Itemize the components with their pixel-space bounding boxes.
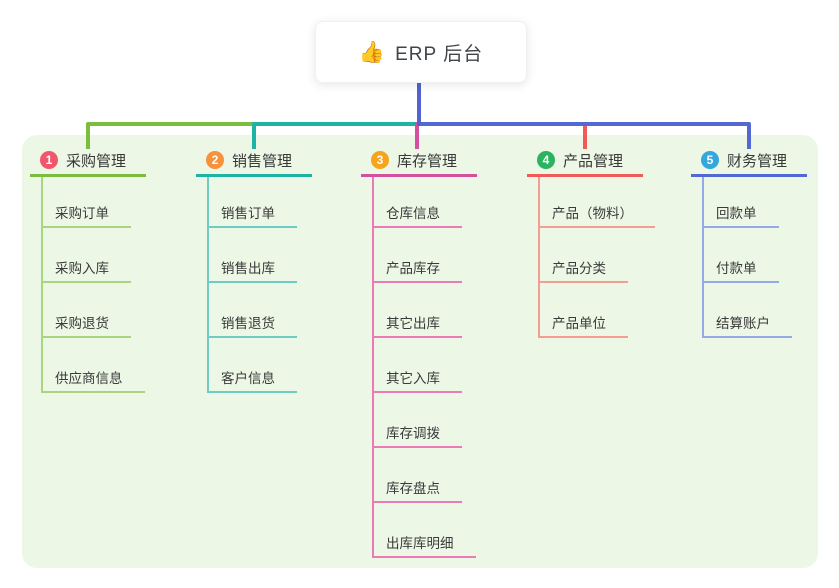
child-node[interactable]: 库存调拨 xyxy=(372,422,462,448)
branch-number-badge: 1 xyxy=(40,151,58,169)
branch-node-label: 财务管理 xyxy=(727,152,788,170)
branch-node-5[interactable]: 5 财务管理 xyxy=(691,146,807,177)
branch-node-label: 产品管理 xyxy=(563,152,624,170)
branch-child-connector xyxy=(372,177,374,558)
child-node[interactable]: 客户信息 xyxy=(207,367,297,393)
branch-node-label: 采购管理 xyxy=(66,152,127,170)
branch-child-connector xyxy=(41,177,43,393)
branch-node-label: 库存管理 xyxy=(397,152,458,170)
branch-node-3[interactable]: 3 库存管理 xyxy=(361,146,477,177)
child-node[interactable]: 付款单 xyxy=(702,257,779,283)
child-node[interactable]: 仓库信息 xyxy=(372,202,462,228)
branch-child-connector xyxy=(538,177,540,338)
child-node[interactable]: 产品（物料） xyxy=(538,202,655,228)
branch-node-1[interactable]: 1 采购管理 xyxy=(30,146,146,177)
branch-child-connector xyxy=(702,177,704,338)
child-node[interactable]: 回款单 xyxy=(702,202,779,228)
root-node[interactable]: 👍 ERP 后台 xyxy=(315,21,527,83)
child-node[interactable]: 产品单位 xyxy=(538,312,628,338)
child-node[interactable]: 结算账户 xyxy=(702,312,792,338)
branch-child-connector xyxy=(207,177,209,393)
thumbs-up-icon: 👍 xyxy=(358,40,386,64)
child-node[interactable]: 销售退货 xyxy=(207,312,297,338)
child-node[interactable]: 产品分类 xyxy=(538,257,628,283)
branch-number-badge: 4 xyxy=(537,151,555,169)
child-node[interactable]: 采购入库 xyxy=(41,257,131,283)
child-node[interactable]: 采购订单 xyxy=(41,202,131,228)
child-node[interactable]: 其它出库 xyxy=(372,312,462,338)
branch-node-4[interactable]: 4 产品管理 xyxy=(527,146,643,177)
mindmap-panel xyxy=(22,135,818,568)
child-node[interactable]: 销售订单 xyxy=(207,202,297,228)
child-node[interactable]: 其它入库 xyxy=(372,367,462,393)
branch-number-badge: 3 xyxy=(371,151,389,169)
child-node[interactable]: 采购退货 xyxy=(41,312,131,338)
branch-number-badge: 2 xyxy=(206,151,224,169)
child-node[interactable]: 库存盘点 xyxy=(372,477,462,503)
child-node[interactable]: 供应商信息 xyxy=(41,367,145,393)
branch-number-badge: 5 xyxy=(701,151,719,169)
branch-node-2[interactable]: 2 销售管理 xyxy=(196,146,312,177)
child-node[interactable]: 销售出库 xyxy=(207,257,297,283)
root-node-label: ERP 后台 xyxy=(395,43,484,65)
branch-node-label: 销售管理 xyxy=(232,152,293,170)
child-node[interactable]: 出库库明细 xyxy=(372,532,476,558)
child-node[interactable]: 产品库存 xyxy=(372,257,462,283)
